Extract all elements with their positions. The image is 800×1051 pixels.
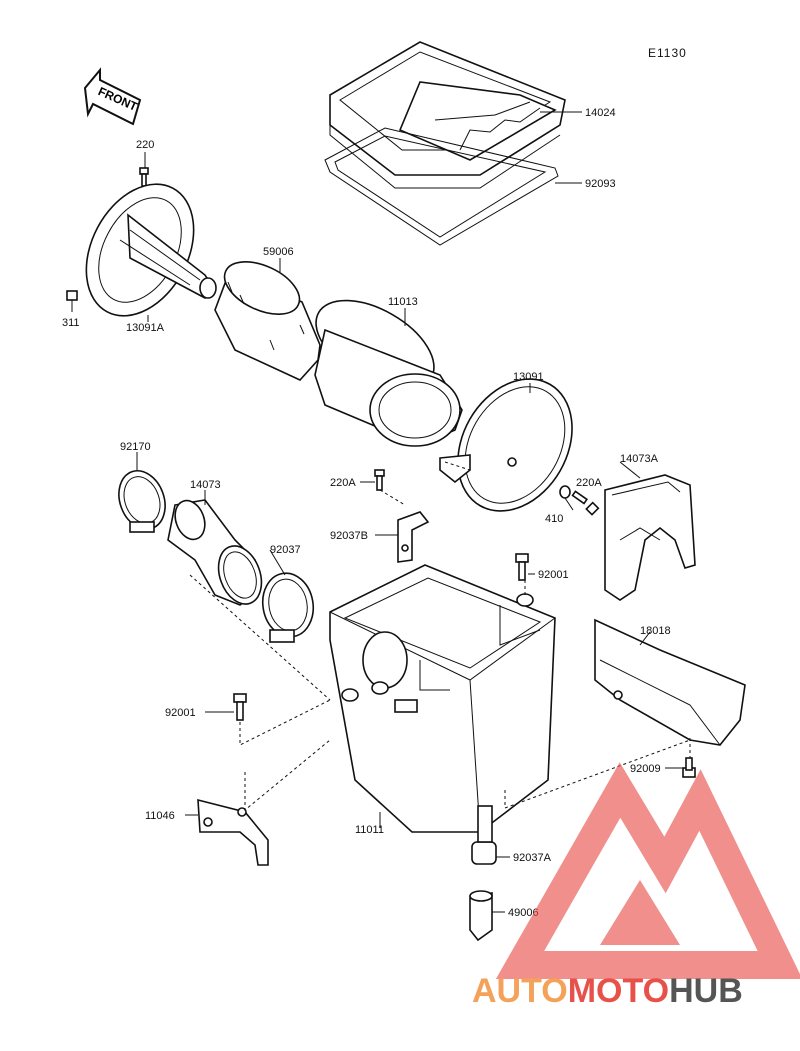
clamp-92037 (261, 572, 315, 643)
nut-311 (66, 290, 78, 301)
label-220: 220 (136, 139, 154, 151)
label-92093: 92093 (585, 178, 616, 190)
duct-14073 (167, 499, 263, 606)
label-410: 410 (545, 513, 563, 525)
bracket-11046 (197, 798, 269, 866)
cap-49006 (469, 890, 493, 942)
clip-92037B (397, 511, 430, 563)
clamp-92037A (471, 805, 497, 865)
label-92037B: 92037B (330, 530, 368, 542)
watermark-logo (495, 762, 800, 979)
plate-18018 (594, 618, 746, 746)
label-14024: 14024 (585, 107, 616, 119)
screw-220 (139, 167, 149, 187)
part-labels: 14024 92093 220 311 13091A 59006 11013 1… (62, 107, 671, 919)
screw-220A-right (571, 490, 600, 516)
paper-filter-11013 (314, 299, 463, 447)
label-92037A: 92037A (513, 852, 552, 864)
label-92001-upper: 92001 (538, 569, 569, 581)
bolt-92001-upper (515, 553, 529, 581)
bolt-92009 (682, 757, 696, 778)
label-11011: 11011 (355, 824, 384, 836)
label-11046: 11046 (145, 810, 175, 822)
label-220A-left: 220A (330, 477, 356, 489)
label-11013: 11013 (388, 296, 418, 308)
bolt-92001-lower (233, 693, 247, 721)
duct-14073A (604, 474, 696, 601)
watermark-auto: AUTO (472, 972, 568, 1010)
label-92037: 92037 (270, 544, 301, 556)
label-14073: 14073 (190, 479, 221, 491)
watermark-text-auto: AUTOMOTOHUB (472, 972, 743, 1010)
intake-cover-13091A (85, 183, 217, 317)
label-220A-right: 220A (576, 477, 602, 489)
label-13091A: 13091A (126, 322, 165, 334)
screw-220A-left (374, 469, 385, 491)
foam-element-59006 (214, 261, 321, 381)
label-311: 311 (62, 317, 80, 329)
cover-gasket (324, 127, 559, 246)
leader-lines (71, 111, 691, 913)
air-box-11011 (329, 564, 556, 833)
diagram-code: E1130 (648, 46, 687, 60)
clamp-92170 (118, 470, 166, 533)
plate-13091 (439, 378, 573, 512)
label-49006: 49006 (508, 907, 539, 919)
label-13091: 13091 (513, 371, 544, 383)
label-14073A: 14073A (620, 453, 659, 465)
label-92170: 92170 (120, 441, 151, 453)
washer-410 (559, 485, 571, 499)
label-92009: 92009 (630, 763, 661, 775)
watermark-hub: HUB (669, 972, 743, 1010)
front-arrow-icon: FRONT (83, 67, 142, 126)
label-59006: 59006 (263, 246, 294, 258)
label-92001-lower: 92001 (165, 707, 196, 719)
watermark-moto: MOTO (568, 972, 669, 1010)
label-18018: 18018 (640, 625, 671, 637)
air-box-cover (329, 41, 566, 189)
